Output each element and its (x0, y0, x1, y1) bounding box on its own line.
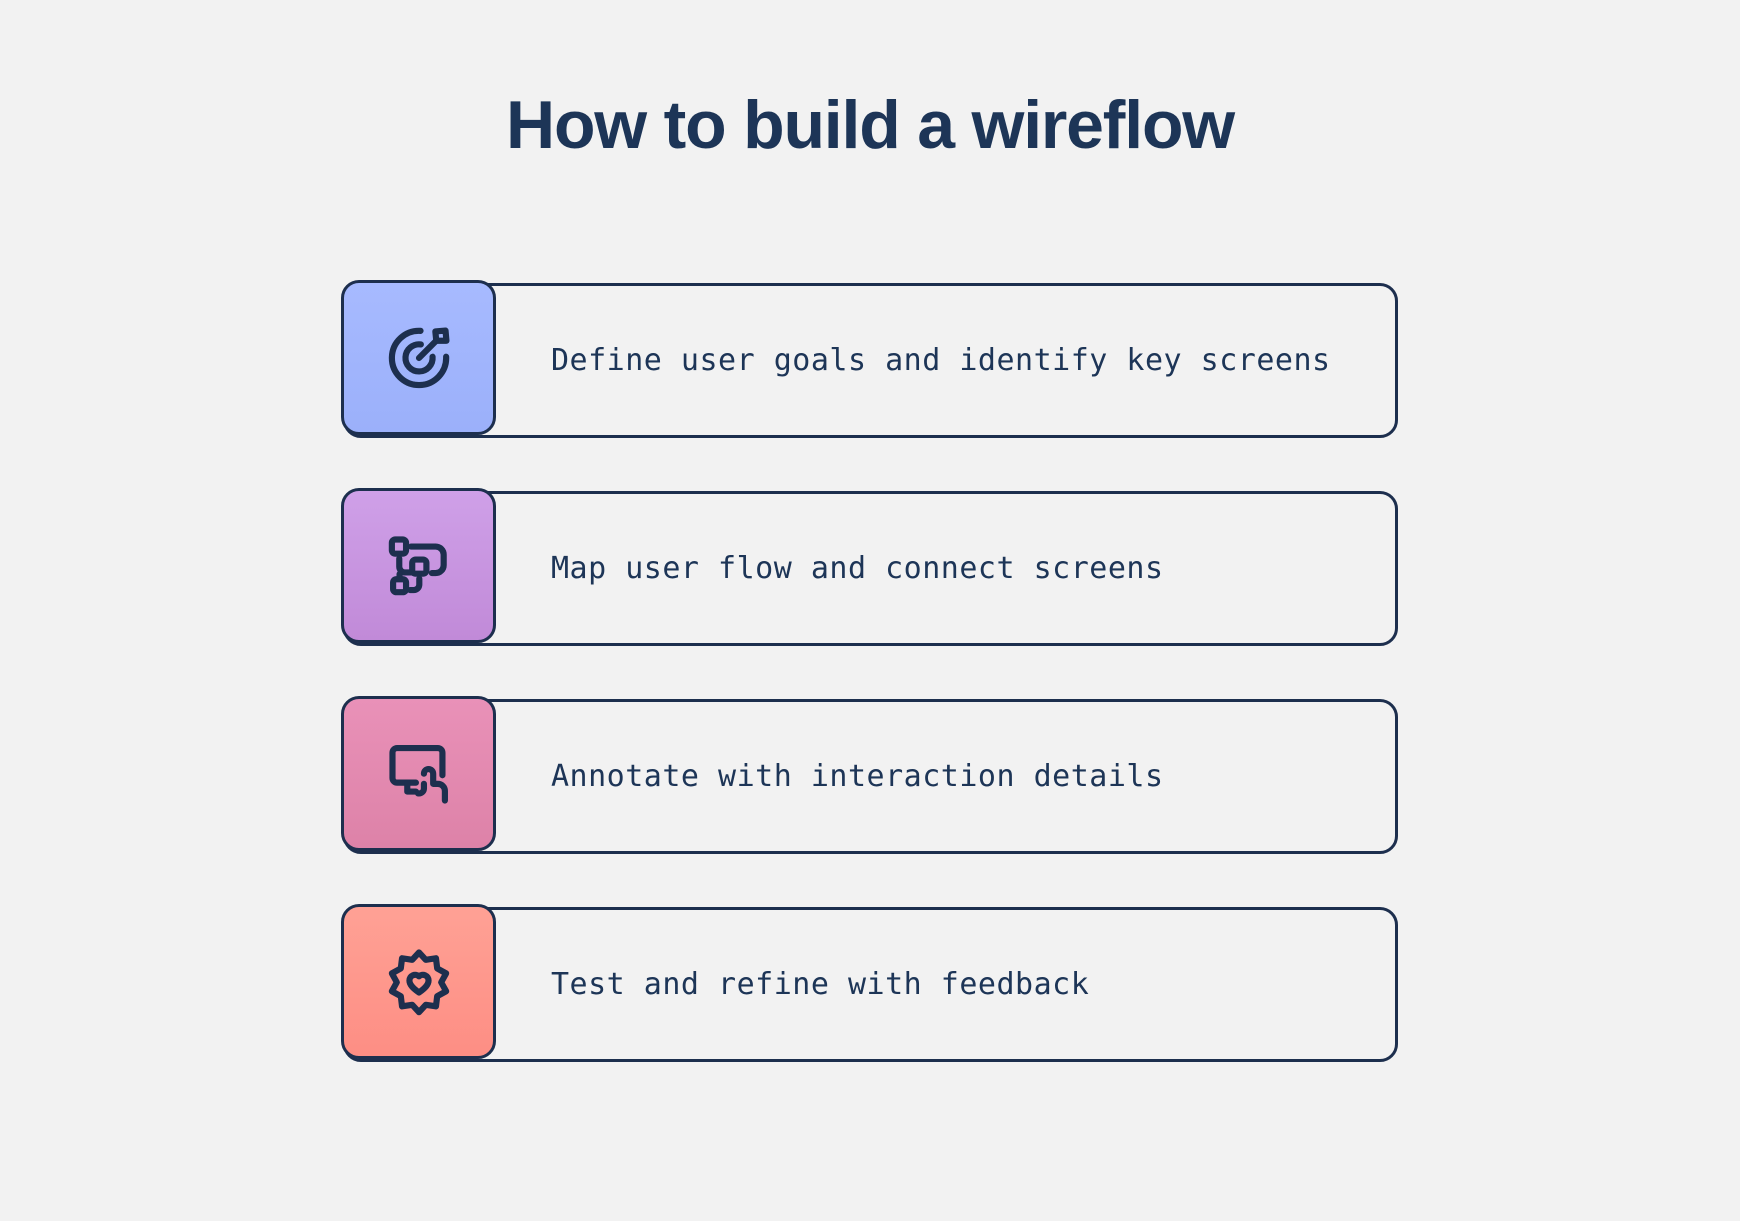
step-label: Annotate with interaction details (551, 759, 1164, 794)
step-label: Define user goals and identify key scree… (551, 343, 1331, 378)
list-item[interactable]: Annotate with interaction details (341, 696, 1398, 854)
workflow-nodes-icon (382, 529, 456, 603)
page-title: How to build a wireflow (506, 87, 1235, 163)
step-frame (343, 907, 1398, 1062)
list-item[interactable]: Test and refine with feedback (341, 904, 1398, 1062)
step-frame (343, 699, 1398, 854)
monitor-click-icon (382, 737, 456, 811)
step-icon-tile (341, 696, 496, 851)
step-frame (343, 283, 1398, 438)
target-arrow-icon (382, 321, 456, 395)
steps-list: Define user goals and identify key scree… (341, 280, 1398, 1062)
step-icon-tile (341, 904, 496, 1059)
step-label: Test and refine with feedback (551, 967, 1090, 1002)
list-item[interactable]: Define user goals and identify key scree… (341, 280, 1398, 438)
award-heart-icon (382, 945, 456, 1019)
step-label: Map user flow and connect screens (551, 551, 1164, 586)
step-icon-tile (341, 280, 496, 435)
step-icon-tile (341, 488, 496, 643)
list-item[interactable]: Map user flow and connect screens (341, 488, 1398, 646)
step-frame (343, 491, 1398, 646)
